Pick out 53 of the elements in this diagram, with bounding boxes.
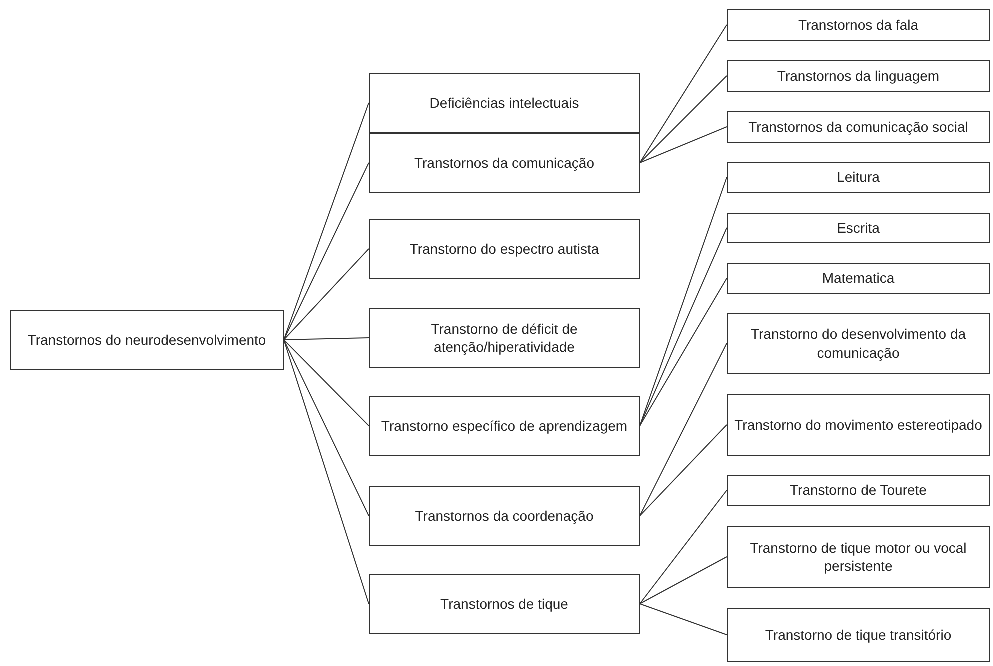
category-label: Transtorno de tique transitório xyxy=(765,626,952,644)
category-box xyxy=(727,60,990,92)
connector-line xyxy=(640,126,728,164)
category-label: Transtornos da comunicação social xyxy=(748,118,968,136)
category-box xyxy=(727,475,990,506)
connector-line xyxy=(284,162,370,340)
category-box xyxy=(727,9,990,41)
category-box xyxy=(727,526,990,588)
category-label: Matematica xyxy=(822,269,895,288)
category-box xyxy=(727,213,990,243)
category-box xyxy=(369,219,640,279)
category-label: Transtorno do movimento estereotipado xyxy=(734,416,982,434)
category-label: Leitura xyxy=(837,168,880,187)
connector-line xyxy=(640,604,728,636)
category-label: Transtorno específico de aprendizagem xyxy=(381,416,628,436)
category-label: Transtornos de tique xyxy=(440,594,568,614)
connector-line xyxy=(640,343,728,516)
connector-line xyxy=(640,556,728,604)
category-box xyxy=(727,162,990,193)
category-label: Transtorno de tique motor ou vocal persistente xyxy=(749,538,968,576)
category-label: Deficiências intelectuais xyxy=(430,94,580,112)
category-label: Transtorno de déficit de atenção/hiperatividade xyxy=(430,320,579,356)
category-label: Transtornos do neurodesenvolvimento xyxy=(28,330,266,350)
connector-line xyxy=(284,248,370,340)
category-label: Transtorno de Tourete xyxy=(790,481,927,500)
category-label: Transtorno do desenvolvimento da comunicação xyxy=(750,325,968,362)
category-box xyxy=(727,263,990,294)
connector-line xyxy=(284,338,370,340)
category-label: Transtornos da linguagem xyxy=(777,66,940,86)
category-box xyxy=(727,111,990,143)
category-box xyxy=(10,310,284,370)
connector-line xyxy=(284,340,370,516)
category-label: Transtornos da comunicação xyxy=(414,154,595,172)
category-label: Transtornos da fala xyxy=(798,16,919,34)
category-box xyxy=(369,486,640,546)
connector-line xyxy=(640,24,728,164)
category-box xyxy=(369,396,640,456)
connector-line xyxy=(640,278,728,426)
category-label: Transtornos da coordenação xyxy=(415,506,594,526)
category-box xyxy=(727,313,990,374)
category-label: Transtorno do espectro autista xyxy=(410,240,600,258)
connector-line xyxy=(640,490,728,604)
category-box xyxy=(369,574,640,634)
category-box xyxy=(369,133,640,193)
category-box xyxy=(727,394,990,456)
connector-line xyxy=(640,76,728,164)
category-box xyxy=(369,308,640,368)
connector-line xyxy=(640,424,728,516)
connector-line xyxy=(640,228,728,426)
category-label: Escrita xyxy=(837,218,880,238)
connector-line xyxy=(284,340,370,426)
category-box xyxy=(727,608,990,662)
category-box xyxy=(369,73,640,133)
